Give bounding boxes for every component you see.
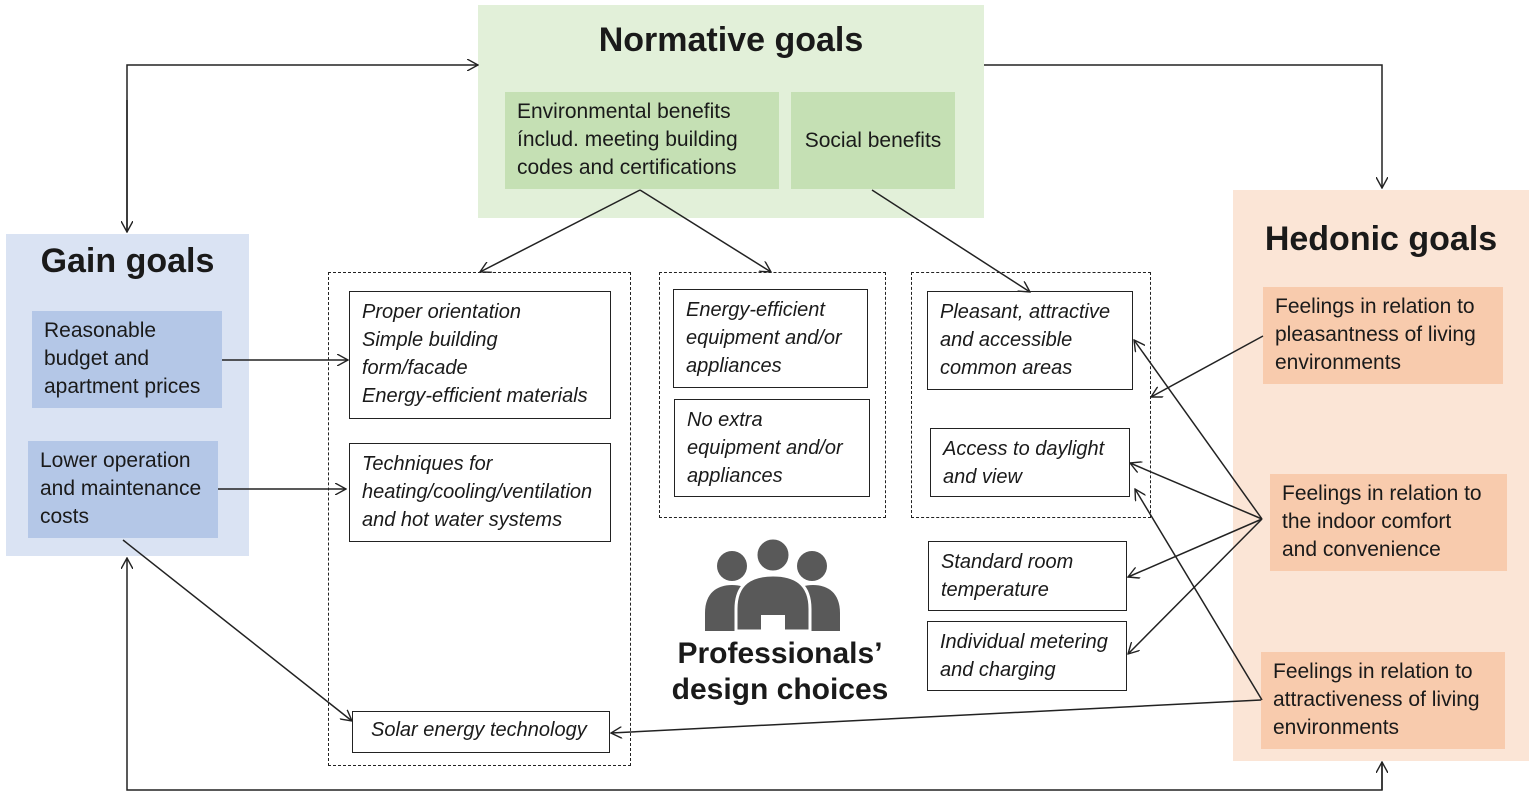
arrow-comfort-to-daylight [1130,463,1263,520]
people-icon [705,536,840,635]
arrow-comfort-to-temperature [1128,518,1263,577]
daylight-choice: Access to daylight and view [930,428,1130,497]
equipment-group [659,272,886,518]
arrow-normative-to-hedonic [984,64,1382,188]
professionals-design-choices-title: Professionals’ design choices [671,637,889,706]
arrow-env-to-equipment [639,189,771,272]
arrow-comfort-to-metering [1128,518,1263,654]
arrow-hedonic-to-gain [127,558,1383,791]
metering-choice: Individual metering and charging [927,621,1127,691]
arrow-comfort-to-common [1134,340,1263,520]
gain-goals-title: Gain goals [40,242,215,280]
no-extra-choice: No extra equipment and/or appliances [674,399,870,497]
arrow-social-to-common [871,189,1030,292]
solar-choice: Solar energy technology [352,711,610,753]
orientation-choice: Proper orientation Simple building form/… [349,291,611,419]
arrow-costs-to-solar [122,539,352,721]
arrow-gain-to-normative [126,65,478,232]
equipment-choice: Energy-efficient equipment and/or applia… [673,289,868,388]
operation-costs-box: Lower operation and maintenance costs [28,441,218,538]
budget-box: Reasonable budget and apartment prices [32,311,222,408]
arrow-attractiveness-to-daylight [1135,489,1263,701]
arrow-pleasantness-to-common [1151,335,1264,397]
arrow-env-to-building [480,189,641,272]
temperature-choice: Standard room temperature [928,541,1127,611]
environmental-benefits-box: Environmental benefits ínclud. meeting b… [505,92,779,189]
arrow-attractiveness-to-solar [611,699,1262,733]
normative-goals-title: Normative goals [598,21,864,59]
social-benefits-box: Social benefits [791,92,955,189]
hedonic-goals-title: Hedonic goals [1264,220,1498,258]
pleasantness-box: Feelings in relation to pleasantness of … [1263,287,1503,384]
comfort-box: Feelings in relation to the indoor comfo… [1270,474,1507,571]
attractiveness-box: Feelings in relation to attractiveness o… [1261,652,1505,749]
techniques-choice: Techniques for heating/cooling/ventilati… [349,443,611,542]
common-areas-choice: Pleasant, attractive and accessible comm… [927,291,1133,390]
